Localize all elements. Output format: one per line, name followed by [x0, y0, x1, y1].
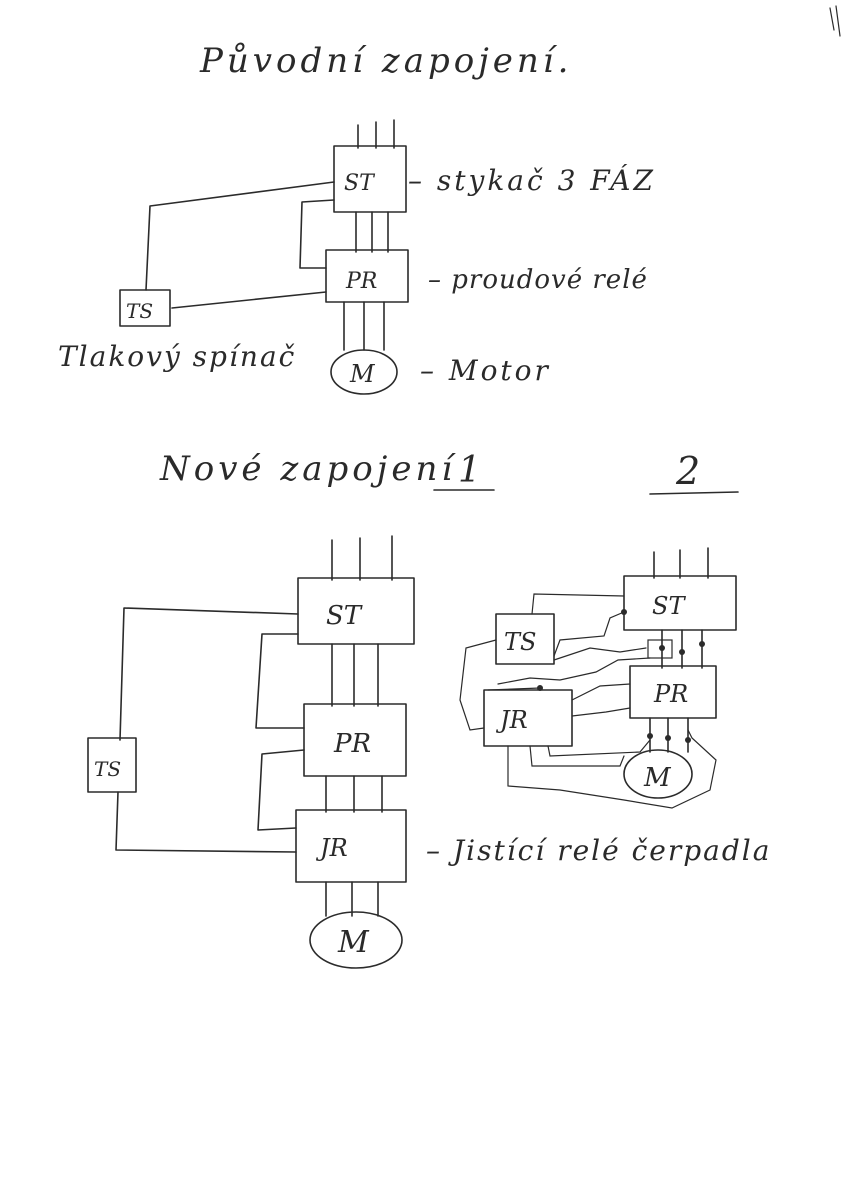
scan-corner-mark	[829, 5, 841, 37]
new2-st-box	[623, 575, 737, 631]
new2-jr-label: JR	[495, 706, 528, 734]
original-pr-label: PR	[345, 269, 377, 294]
new2-ts-box	[495, 613, 555, 665]
new1-jr-box	[295, 809, 407, 883]
new1-ts-box	[87, 737, 137, 793]
new2-motor-label: M	[643, 763, 672, 793]
new2-motor	[623, 749, 693, 799]
original-st-box	[333, 145, 407, 213]
annotation-contactor: – stykač 3 FÁZ	[408, 164, 656, 197]
new1-motor	[309, 911, 403, 969]
title-new-number-2: 2	[675, 449, 700, 493]
new1-pr-box	[303, 703, 407, 777]
new1-motor-label: M	[337, 925, 370, 960]
original-pr-box	[325, 249, 409, 303]
new1-ts-label: TS	[94, 757, 121, 781]
original-st-label: ST	[344, 171, 376, 196]
new1-pr-label: PR	[333, 729, 371, 759]
original-ts-box	[119, 289, 171, 327]
new-diagram-2: ST PR M TS JR	[459, 547, 737, 809]
new2-st-label: ST	[652, 592, 686, 620]
new2-jr-box	[483, 689, 573, 747]
new2-pr-box	[629, 665, 717, 719]
annotation-pressure-switch: Tlakový spínač	[58, 340, 296, 373]
title-new: Nové zapojení	[159, 449, 456, 489]
title-new-number-1: 1	[458, 450, 481, 491]
original-motor-label: M	[349, 360, 376, 388]
original-motor	[330, 349, 398, 395]
original-diagram: ST PR M TS – stykač 3 FÁZ – proudové rel…	[58, 119, 656, 395]
original-ts-label: TS	[126, 299, 153, 323]
annotation-motor: – Motor	[420, 354, 551, 387]
new1-st-label: ST	[326, 601, 363, 631]
title-original: Původní zapojení.	[199, 41, 572, 81]
new2-pr-label: PR	[653, 680, 688, 708]
annotation-current-relay: – proudové relé	[428, 265, 648, 295]
new1-jr-label: JR	[315, 834, 348, 862]
new2-ts-label: TS	[504, 628, 536, 656]
new1-st-box	[297, 577, 415, 645]
new-diagram-1: ST PR JR M TS – Jistící relé čerpadla	[87, 535, 771, 969]
annotation-pump-protection-relay: – Jistící relé čerpadla	[426, 834, 771, 867]
